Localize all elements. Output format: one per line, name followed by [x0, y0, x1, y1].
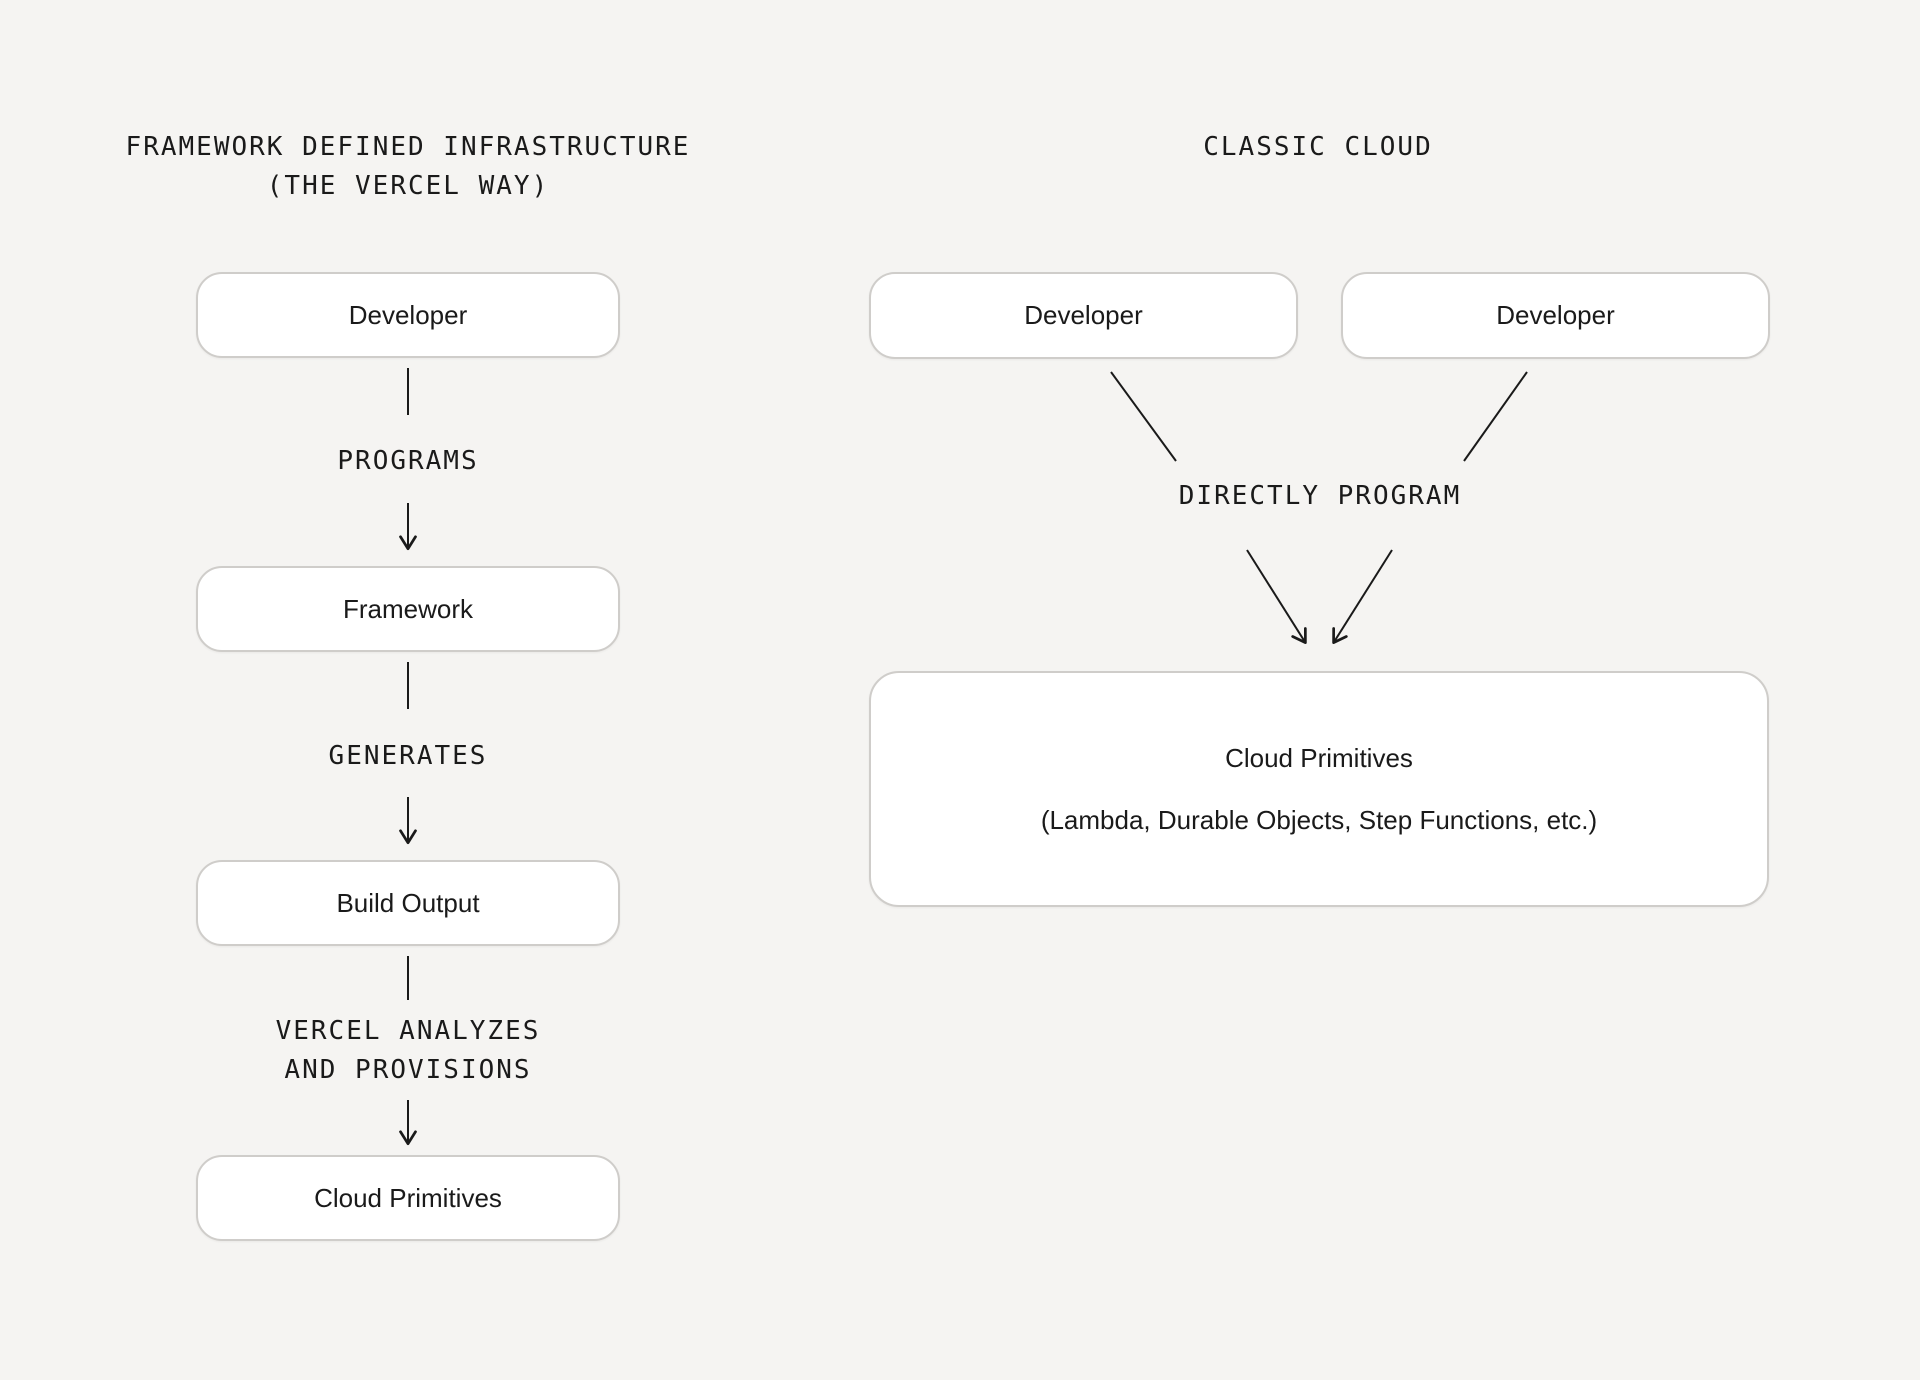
edge-label-line1: VERCEL ANALYZES	[275, 1016, 541, 1046]
node-developer-right-2: Developer	[1341, 272, 1770, 359]
edge-label-line2: AND PROVISIONS	[284, 1055, 532, 1085]
node-developer-right-1: Developer	[869, 272, 1298, 359]
edge-label-vercel-analyzes: VERCEL ANALYZES AND PROVISIONS	[276, 1012, 541, 1090]
node-developer-left: Developer	[196, 272, 620, 358]
node-framework: Framework	[196, 566, 620, 652]
edge-developer2-directlyprogram-line	[1463, 371, 1528, 462]
node-label: Developer	[1024, 300, 1143, 330]
node-label: Developer	[1496, 300, 1615, 330]
left-panel-title-line1: FRAMEWORK DEFINED INFRASTRUCTURE	[125, 132, 691, 162]
node-label: Build Output	[336, 887, 480, 918]
node-label: Cloud Primitives	[314, 1182, 502, 1213]
node-label: Framework	[342, 593, 473, 624]
node-cloud-primitives-right: Cloud Primitives (Lambda, Durable Object…	[869, 671, 1769, 907]
edge-directlyprogram-cloudprimitives-arrow-right	[1332, 549, 1393, 644]
edge-label-generates: GENERATES	[328, 741, 488, 771]
left-panel-title-line2: (THE VERCEL WAY)	[266, 171, 550, 201]
edge-label-programs: PROGRAMS	[337, 446, 479, 476]
node-subtitle: (Lambda, Durable Objects, Step Functions…	[1040, 805, 1598, 835]
node-cloud-primitives-left: Cloud Primitives	[196, 1155, 620, 1241]
right-panel-title: CLASSIC CLOUD	[1203, 132, 1433, 162]
edge-directlyprogram-cloudprimitives-arrow-left	[1246, 549, 1307, 644]
left-panel-title: FRAMEWORK DEFINED INFRASTRUCTURE (THE VE…	[126, 128, 691, 206]
edge-developer1-directlyprogram-line	[1110, 371, 1177, 462]
node-title: Cloud Primitives	[1225, 743, 1413, 773]
node-build-output: Build Output	[196, 860, 620, 946]
edge-label-directly-program: DIRECTLY PROGRAM	[1178, 481, 1462, 511]
node-label: Developer	[348, 299, 468, 330]
